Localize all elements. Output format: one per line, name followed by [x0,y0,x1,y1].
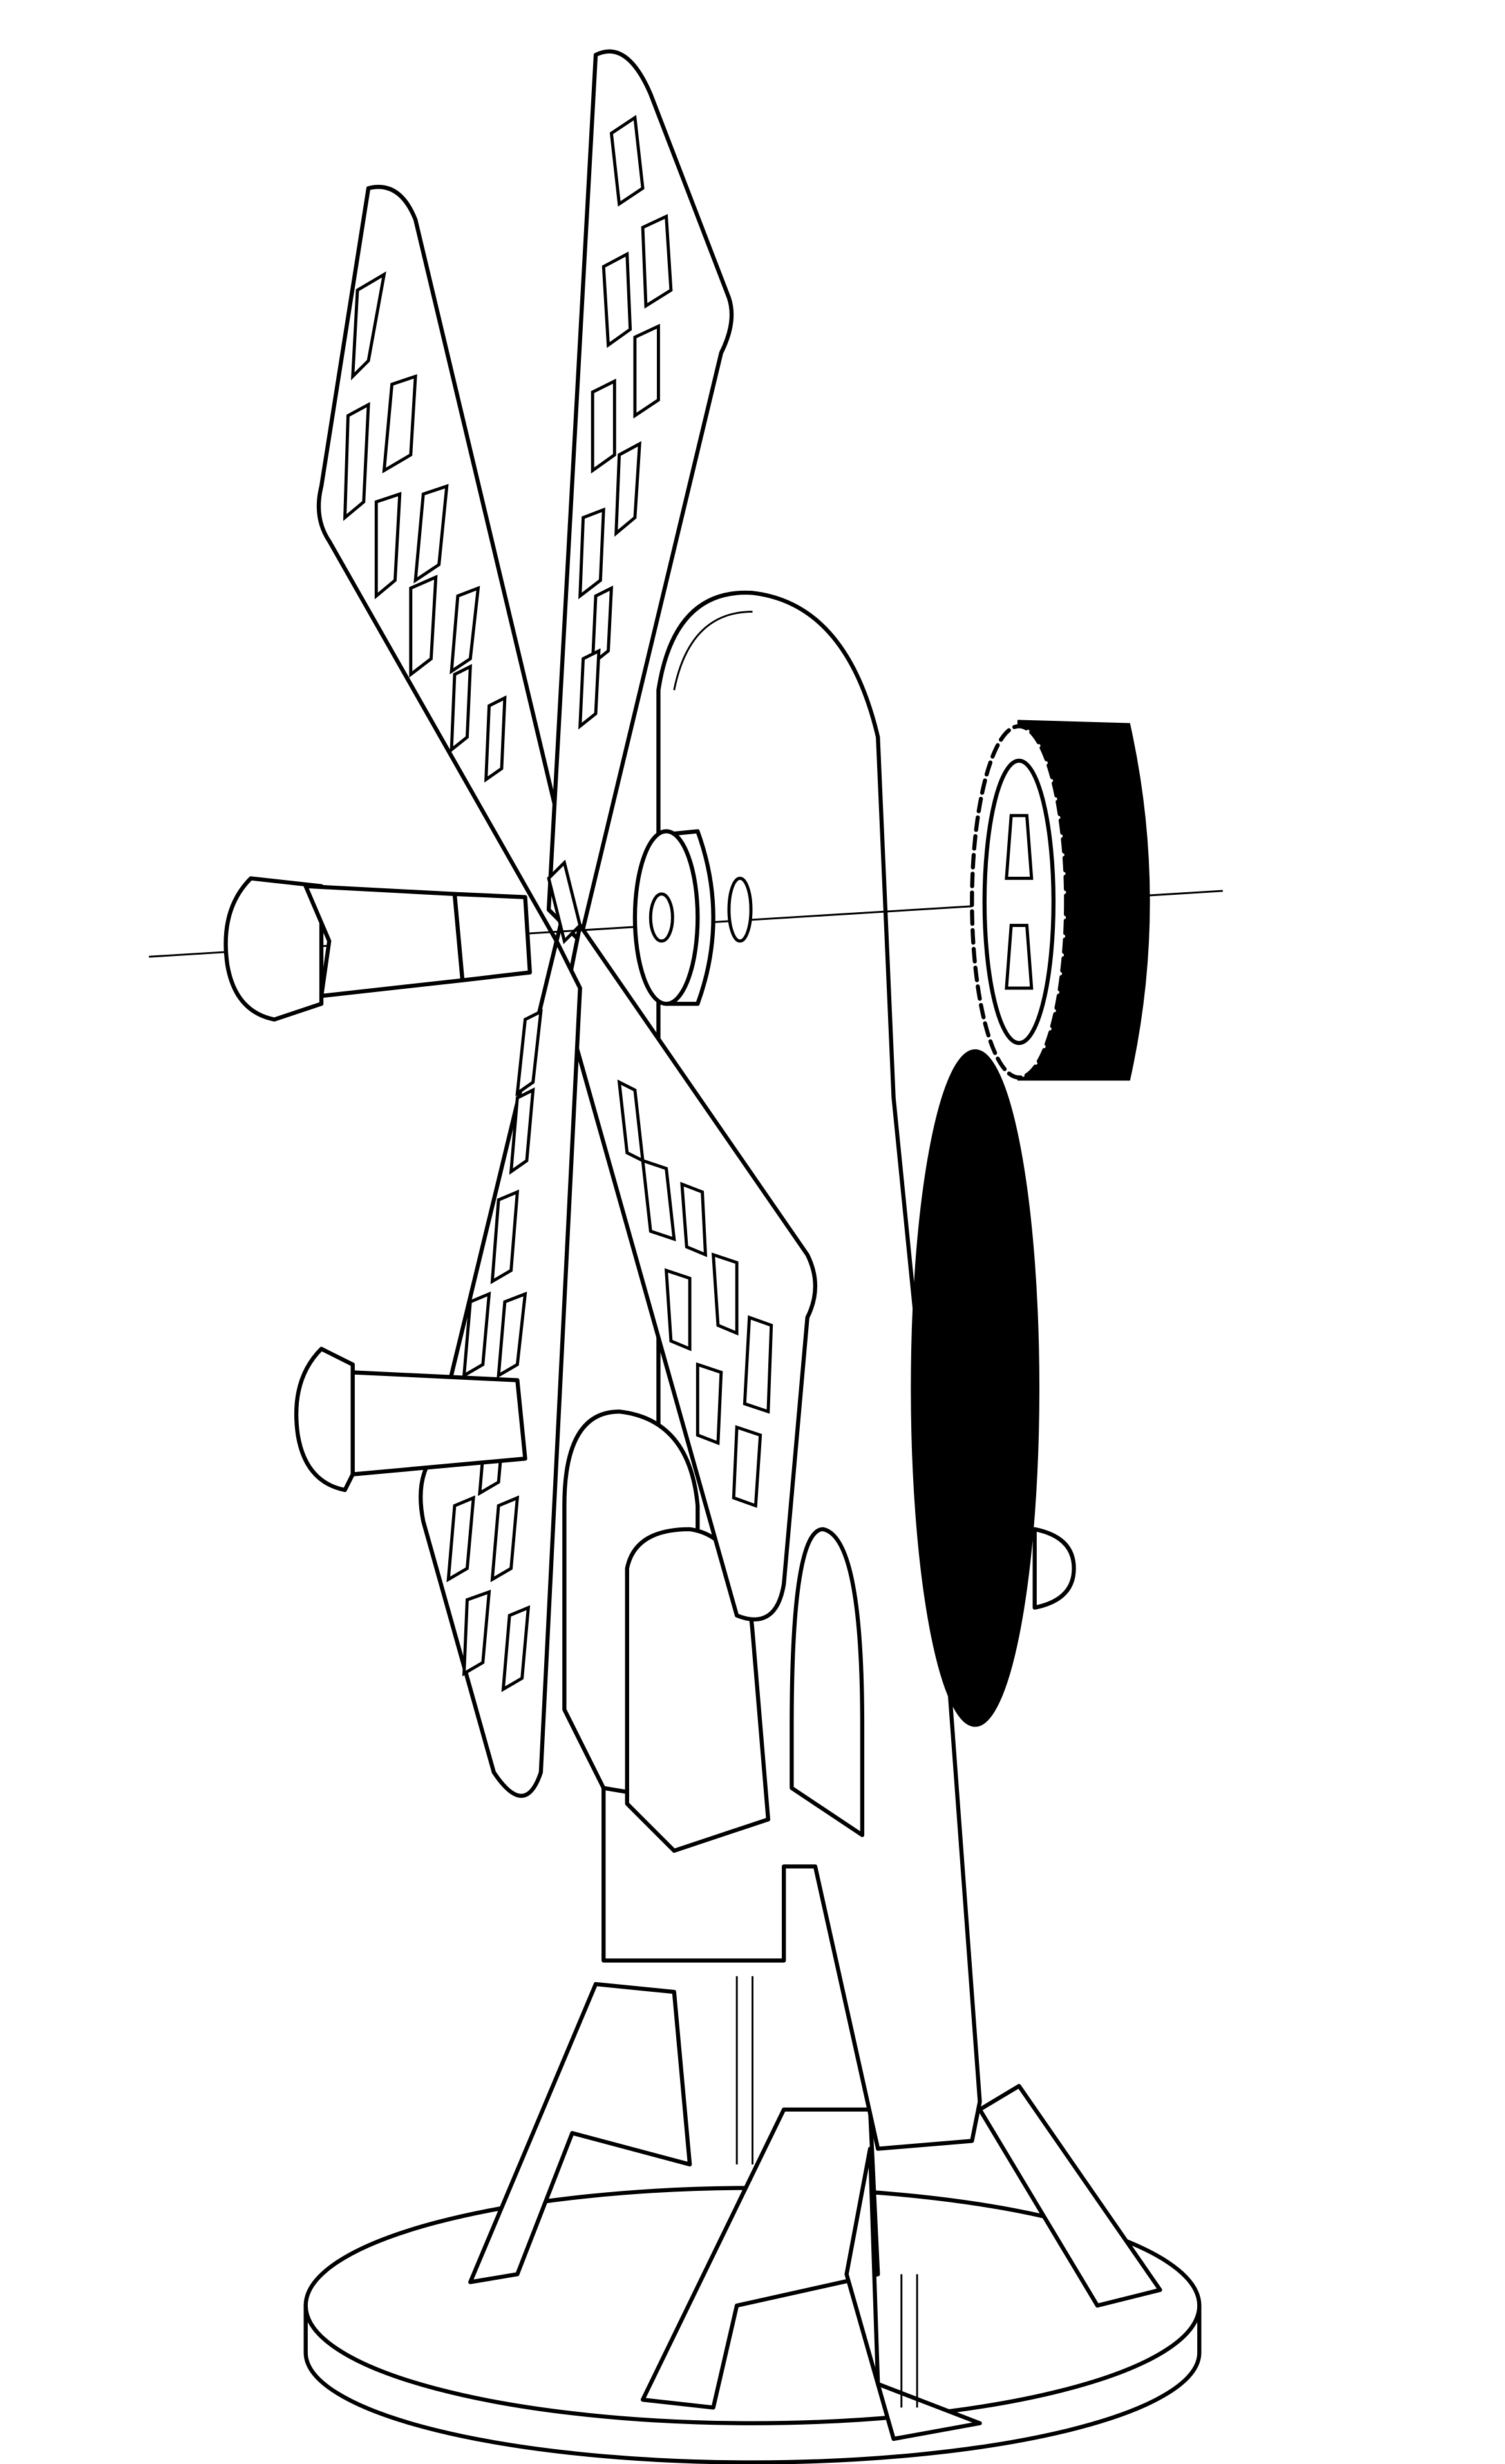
blade-upper-right [546,49,734,944]
large-gear [911,1049,1076,1727]
small-gear [970,720,1150,1081]
lower-bolt [294,1346,527,1493]
windmill-blades [316,49,817,1798]
spacer-washer [632,829,753,1006]
base-feet [468,1982,1162,2410]
hub-brackets [562,1409,771,1853]
upper-bolt [223,876,532,1022]
